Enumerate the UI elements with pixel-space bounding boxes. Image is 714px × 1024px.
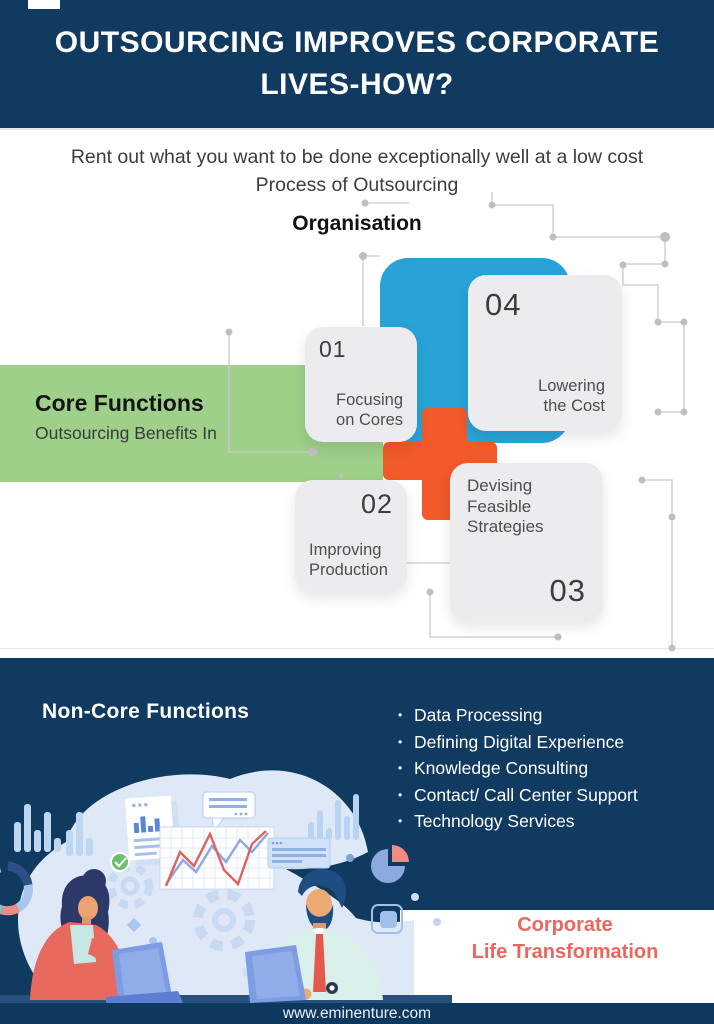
intro-line2: Process of Outsourcing — [255, 174, 459, 196]
step-card-03: Devising Feasible Strategies 03 — [450, 463, 603, 621]
header-notch — [28, 0, 60, 9]
step-card-04: 04 Lowering the Cost — [468, 275, 622, 431]
organisation-label: Organisation — [292, 212, 422, 235]
header-banner: OUTSOURCING IMPROVES CORPORATE LIVES-HOW… — [0, 0, 714, 130]
footer-bar: www.eminenture.com — [0, 1003, 714, 1024]
step-label: Devising Feasible Strategies — [467, 476, 544, 537]
step-card-02: 02 Improving Production — [295, 480, 407, 592]
list-item: Contact/ Call Center Support — [398, 782, 638, 809]
tagline-band — [400, 910, 714, 1003]
list-item: Defining Digital Experience — [398, 729, 638, 756]
tagline-line2: Life Transformation — [471, 941, 659, 963]
step-card-01: 01 Focusing on Cores — [305, 327, 417, 442]
step-label: Lowering the Cost — [538, 376, 605, 415]
list-item: Technology Services — [398, 808, 638, 835]
intro-line1: Rent out what you want to be done except… — [70, 146, 644, 168]
tagline: Corporate Life Transformation — [430, 912, 700, 966]
non-core-title: Non-Core Functions — [42, 700, 250, 723]
website-url: www.eminenture.com — [282, 1005, 432, 1022]
list-item: Knowledge Consulting — [398, 755, 638, 782]
page-title-line1: OUTSOURCING IMPROVES CORPORATE — [54, 26, 660, 59]
step-label: Focusing on Cores — [336, 390, 403, 429]
core-functions-title: Core Functions — [35, 390, 204, 416]
step-number: 01 — [319, 336, 347, 362]
step-number: 03 — [549, 573, 586, 608]
step-label: Improving Production — [309, 540, 388, 579]
non-core-list: Data Processing Defining Digital Experie… — [398, 702, 638, 835]
step-number: 02 — [360, 489, 393, 519]
step-number: 04 — [485, 287, 522, 322]
tagline-line1: Corporate — [517, 914, 613, 936]
page-title-line2: LIVES-HOW? — [260, 68, 454, 101]
list-item: Data Processing — [398, 702, 638, 729]
core-functions-subtitle: Outsourcing Benefits In — [35, 423, 217, 443]
page-title: OUTSOURCING IMPROVES CORPORATE LIVES-HOW… — [0, 22, 714, 106]
section-divider-line — [0, 648, 714, 649]
